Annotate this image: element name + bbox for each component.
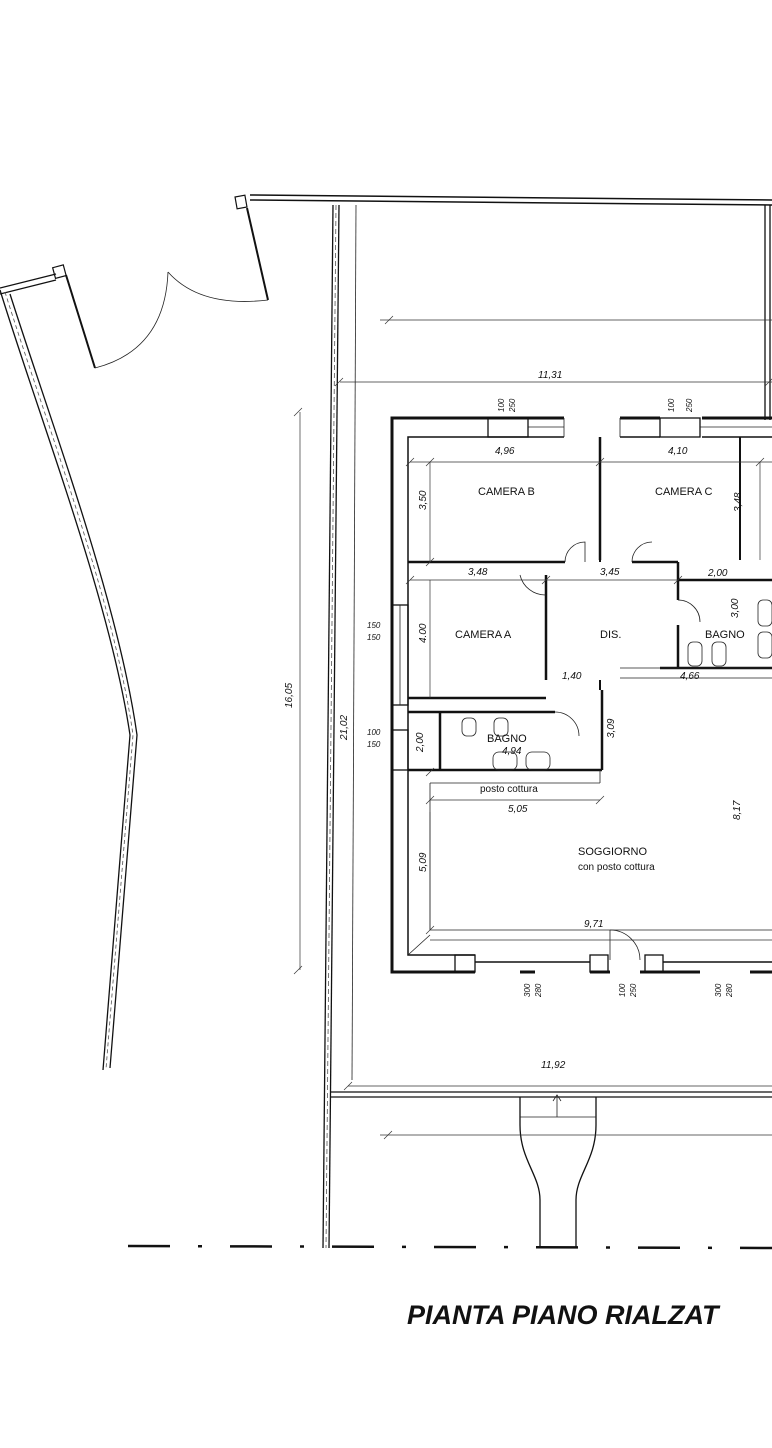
label-posto-cottura: posto cottura [480,784,538,795]
room-camera-c: CAMERA C [655,486,713,498]
room-dis: DIS. [600,629,621,641]
opening-left1-b: 150 [367,633,381,642]
dim-2-00-top: 2,00 [707,568,728,579]
dim-4-94: 4,94 [502,746,522,757]
dim-3-09: 3,09 [606,718,617,738]
room-soggiorno: SOGGIORNO [578,846,648,858]
dim-5-05: 5,05 [508,804,528,815]
dim-11-31: 11,31 [538,370,562,381]
room-bagno-2: BAGNO [487,733,527,745]
dim-11-92: 11,92 [541,1060,566,1071]
dim-9-71: 9,71 [584,919,603,930]
opening-left2-b: 150 [367,740,381,749]
opening-top1-a: 100 [497,398,506,412]
dim-4-00: 4.00 [418,623,429,643]
dimension-lines [293,315,772,1140]
dim-3-48-c: 3,48 [733,492,744,512]
dim-8-17: 8,17 [732,800,743,820]
opening-labels: 100 250 100 250 150 150 100 150 300 280 … [367,398,734,998]
opening-bot3-b: 280 [725,983,734,998]
dim-3-00: 3,00 [730,598,741,618]
dim-21-02: 21,02 [339,715,350,741]
opening-bot2-a: 100 [618,983,627,997]
opening-bot3-a: 300 [714,983,723,997]
opening-bot2-b: 250 [629,983,638,998]
dim-2-00-left: 2,00 [415,732,426,753]
opening-top2-a: 100 [667,398,676,412]
room-labels: CAMERA B CAMERA C CAMERA A DIS. BAGNO BA… [455,486,745,873]
dim-4-66: 4,66 [680,671,700,682]
opening-left2-a: 100 [367,728,381,737]
opening-top1-b: 250 [508,398,517,413]
dim-4-10: 4,10 [668,446,688,457]
dim-16-05: 16,05 [284,683,295,708]
room-camera-b: CAMERA B [478,486,535,498]
dim-5-09: 5,09 [418,852,429,872]
dim-1-40: 1,40 [562,671,582,682]
room-bagno-1: BAGNO [705,629,745,641]
dim-3-48-a: 3,48 [468,567,488,578]
dim-4-96: 4,96 [495,446,515,457]
opening-bot1-b: 280 [534,983,543,998]
plan-title: PIANTA PIANO RIALZAT [407,1300,721,1330]
opening-left1-a: 150 [367,621,381,630]
entrance-ramp [519,1094,597,1247]
dim-3-45: 3,45 [600,567,620,578]
opening-bot1-a: 300 [523,983,532,997]
room-soggiorno-sub: con posto cottura [578,862,655,873]
opening-top2-b: 250 [685,398,694,413]
dim-3-50: 3,50 [418,490,429,510]
room-camera-a: CAMERA A [455,629,512,641]
dimension-labels: 11,31 4,96 4,10 3,50 3,48 3,48 3,45 2,00… [284,370,744,1071]
site-boundary [0,194,772,1250]
building-walls [390,416,772,974]
